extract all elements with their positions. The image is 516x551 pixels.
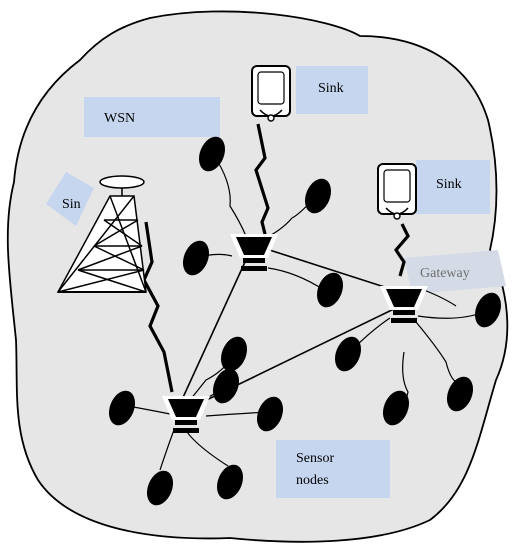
sink-top-label-box — [296, 66, 368, 114]
gateway-label-box — [404, 250, 506, 294]
gateway-node-icon — [230, 234, 278, 271]
sensor-node-icon — [146, 470, 174, 506]
sensor-label-line1: Sensor — [296, 451, 334, 466]
sink-device-icon — [377, 163, 417, 220]
wsn-label: WSN — [104, 111, 135, 126]
sensor-node-icon — [446, 376, 474, 412]
sink-device-icon — [251, 65, 291, 122]
sensor-node-icon — [382, 390, 410, 426]
sensor-node-icon — [316, 272, 344, 308]
sensor-node-icon — [334, 336, 362, 372]
sin-label: Sin — [62, 197, 81, 212]
wsn-label-box — [84, 97, 220, 137]
sensor-node-icon — [220, 336, 248, 372]
sensor-node-icon — [198, 136, 226, 172]
sensor-nodes — [108, 136, 502, 506]
sink-right-label-box — [416, 160, 490, 214]
wireless-link-icon — [393, 223, 410, 277]
gateway-node-icon — [162, 396, 210, 433]
gateway-label: Gateway — [420, 266, 470, 281]
sensor-node-icon — [108, 390, 136, 426]
sink-top-label: Sink — [318, 81, 344, 96]
sensor-node-icon — [474, 292, 502, 328]
sensor-node-icon — [212, 368, 240, 404]
sin-label-box — [46, 172, 94, 226]
sensor-node-icon — [256, 396, 284, 432]
sensor-node-icon — [304, 178, 332, 214]
antenna-tower-icon — [56, 175, 147, 293]
sensor-node-icon — [182, 240, 210, 276]
sensor-label-line2: nodes — [296, 473, 329, 488]
wireless-link-icon — [254, 123, 270, 239]
gateway-node-icon — [380, 286, 428, 323]
sink-right-label: Sink — [436, 177, 462, 192]
sensor-node-icon — [216, 464, 244, 500]
sensor-label-box — [276, 440, 390, 498]
wireless-link-icon — [142, 221, 174, 393]
